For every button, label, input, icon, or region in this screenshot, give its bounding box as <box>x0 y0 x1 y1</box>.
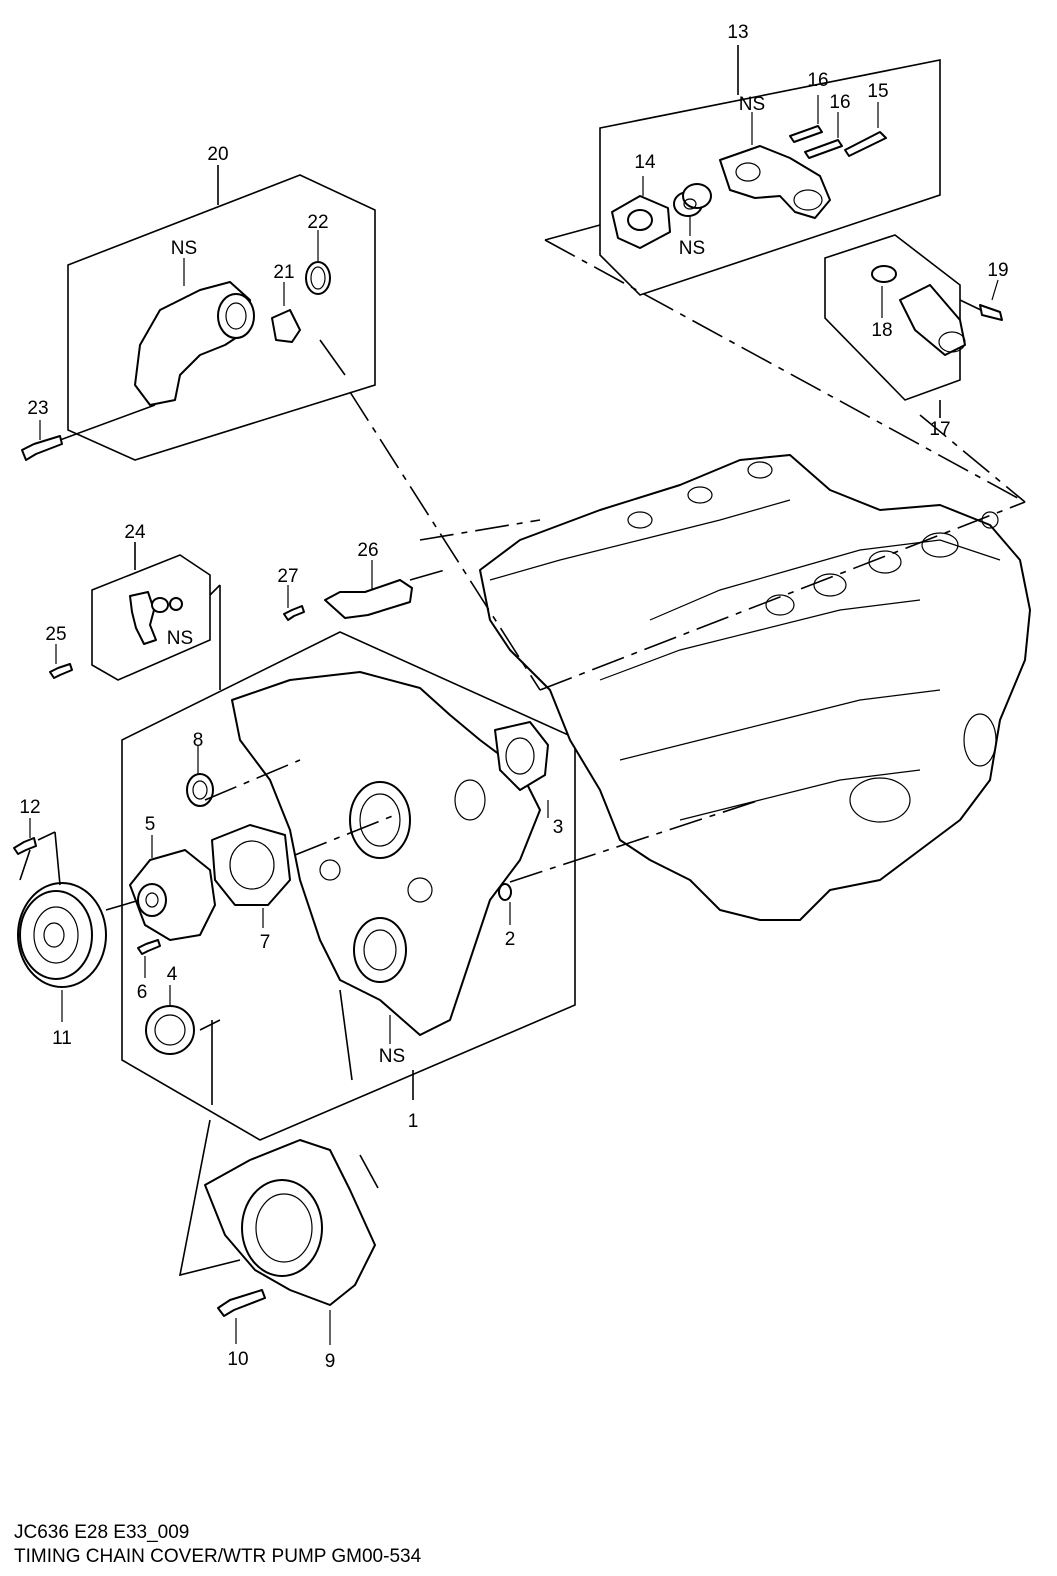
diagram-title: TIMING CHAIN COVER/WTR PUMP GM00-534 <box>14 1546 422 1567</box>
callout-23: 23 <box>27 398 48 419</box>
o-ring-18 <box>871 265 897 283</box>
bolt-23 <box>21 435 63 461</box>
callout-27: 27 <box>277 566 298 587</box>
callout-5: 5 <box>145 814 156 835</box>
bolt-6 <box>137 939 161 955</box>
sensor-24 <box>129 591 157 645</box>
seal-21 <box>271 309 301 343</box>
thermostat-housing <box>719 145 831 219</box>
callout-22: 22 <box>307 212 328 233</box>
callout-17: 17 <box>929 419 950 440</box>
callout-13: 13 <box>727 22 748 43</box>
ns-label-1: NS <box>379 1046 405 1067</box>
callout-12: 12 <box>19 797 40 818</box>
callout-labels: 1 2 3 4 5 6 7 8 9 10 11 12 13 14 15 16 1… <box>19 22 1008 1372</box>
callout-4: 4 <box>167 964 178 985</box>
bolt-16a <box>789 125 823 143</box>
callout-7: 7 <box>260 932 271 953</box>
rear-cover-assembly <box>178 1119 379 1345</box>
callout-8: 8 <box>193 730 204 751</box>
gasket-3 <box>494 721 549 791</box>
engine-block <box>479 454 1031 921</box>
gasket-7 <box>211 824 291 906</box>
callout-3: 3 <box>553 817 564 838</box>
callout-25: 25 <box>45 624 66 645</box>
callout-6: 6 <box>137 982 148 1003</box>
diagram-code: JC636 E28 E33_009 <box>14 1522 190 1543</box>
callout-19: 19 <box>987 260 1008 281</box>
thermostat <box>673 183 712 217</box>
bolt-19 <box>979 304 1003 321</box>
bolt-10 <box>217 1289 266 1317</box>
group-13-thermostat-assembly <box>544 45 941 296</box>
plug-2 <box>498 883 512 901</box>
group-1-timing-cover <box>121 631 576 1141</box>
callout-10: 10 <box>227 1349 248 1370</box>
callout-24: 24 <box>124 522 146 543</box>
ns-label-20: NS <box>171 238 197 259</box>
bolt-25 <box>49 663 73 679</box>
callout-9: 9 <box>325 1351 336 1372</box>
water-pump <box>129 849 216 941</box>
callout-14: 14 <box>634 152 656 173</box>
ns-label-13-bottom: NS <box>679 238 705 259</box>
callout-18: 18 <box>871 320 892 341</box>
callout-21: 21 <box>273 262 294 283</box>
group-20-water-inlet <box>21 165 376 461</box>
bolt-12 <box>13 837 37 855</box>
water-outlet-pipe <box>899 284 966 356</box>
ns-label-24: NS <box>167 628 193 649</box>
ns-label-13-top: NS <box>739 94 765 115</box>
crank-pulley-assembly <box>13 818 141 1022</box>
group-24-sensor <box>49 542 221 690</box>
bolt-27 <box>283 605 305 621</box>
sensor-26-assembly <box>283 560 446 621</box>
bolt-16b <box>804 139 843 159</box>
callout-20: 20 <box>207 144 228 165</box>
callout-26: 26 <box>357 540 378 561</box>
seal-4 <box>145 1005 195 1055</box>
bolt-15 <box>844 131 887 157</box>
group-17-water-outlet <box>824 234 1003 418</box>
sensor-26 <box>324 579 413 619</box>
callout-16-right: 16 <box>829 92 850 113</box>
seal-8 <box>186 773 214 807</box>
callout-1: 1 <box>408 1111 419 1132</box>
callout-16-left: 16 <box>807 70 828 91</box>
callout-11: 11 <box>52 1028 72 1049</box>
callout-15: 15 <box>867 81 888 102</box>
callout-2: 2 <box>505 929 516 950</box>
gasket-14 <box>611 195 671 249</box>
